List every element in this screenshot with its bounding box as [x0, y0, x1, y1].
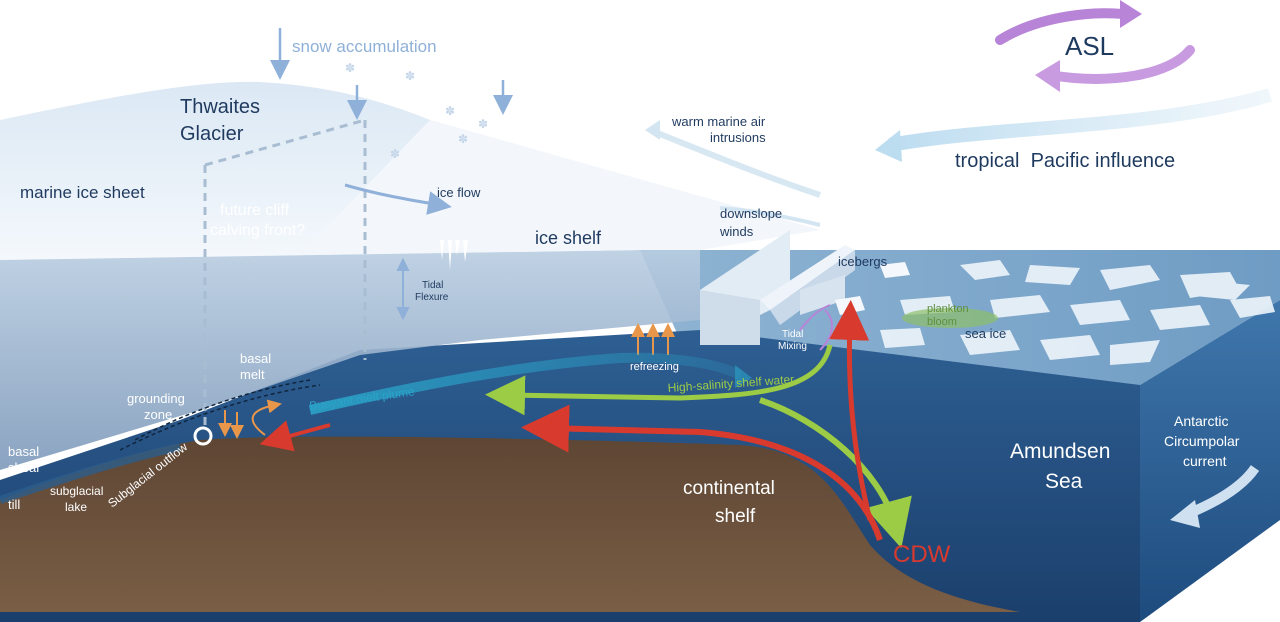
label-amundsen-1: Amundsen: [1010, 440, 1110, 463]
label-sea-ice: sea ice: [965, 326, 1006, 341]
svg-text:✽: ✽: [345, 61, 355, 75]
tidal-flexure-arrow: [396, 257, 410, 321]
label-downslope-1: downslope: [720, 206, 782, 221]
label-plankton-2: bloom: [927, 316, 957, 328]
snow-arrows: [270, 28, 513, 120]
label-continental-1: continental: [683, 478, 775, 499]
label-acc-3: current: [1183, 453, 1227, 469]
plankton-bloom: [902, 308, 998, 328]
basal-melt-arrows: [218, 410, 244, 439]
label-tidal-mixing-2: Mixing: [778, 341, 807, 352]
label-plankton-1: plankton: [927, 303, 969, 315]
label-warm-air-1: warm marine air: [671, 114, 766, 129]
svg-text:✽: ✽: [390, 147, 400, 161]
label-tidal-flexure-1: Tidal: [422, 280, 443, 291]
melt-plume: [308, 352, 743, 415]
label-subglacial-lake-2: lake: [65, 500, 87, 514]
label-till: till: [8, 497, 20, 512]
label-ice-shelf: ice shelf: [535, 228, 602, 248]
label-subglacial-lake-1: subglacial: [50, 484, 103, 498]
label-future-cliff-2: calving front?: [210, 222, 305, 239]
label-basal-shear-1: basal: [8, 444, 39, 459]
label-acc-1: Antarctic: [1174, 413, 1228, 429]
ice-flow-arrow: [344, 183, 452, 215]
label-basal-shear-2: shear: [8, 460, 41, 475]
svg-text:✽: ✽: [478, 117, 488, 131]
label-cdw: CDW: [893, 541, 951, 568]
future-cliff-lines: [203, 118, 367, 430]
icicles: [440, 240, 468, 270]
label-basal-melt-1: basal: [240, 351, 271, 366]
refreezing-arrows: [631, 323, 675, 355]
label-tidal-flexure-2: Flexure: [415, 292, 449, 303]
label-ice-flow: ice flow: [437, 185, 481, 200]
label-amundsen-2: Sea: [1045, 470, 1083, 493]
label-downslope-2: winds: [719, 224, 754, 239]
label-marine-ice-sheet: marine ice sheet: [20, 183, 145, 202]
svg-text:✽: ✽: [458, 132, 468, 146]
grounding-zone-dashes: [119, 379, 321, 451]
svg-text:✽: ✽: [445, 104, 455, 118]
label-thwaites-2: Glacier: [180, 123, 244, 145]
svg-text:✽: ✽: [405, 69, 415, 83]
label-acc-2: Circumpolar: [1164, 433, 1240, 449]
label-grounding-zone-2: zone: [144, 407, 172, 422]
bedrock: [0, 436, 1020, 612]
label-continental-2: shelf: [715, 506, 756, 527]
label-future-cliff-1: future cliff: [220, 202, 290, 219]
label-snow-accumulation: snow accumulation: [292, 37, 437, 56]
sea-ice: [880, 260, 1275, 365]
label-icebergs: icebergs: [838, 254, 888, 269]
label-tropical-pacific: tropical Pacific influence: [955, 150, 1175, 172]
ice-shelf-body: [300, 120, 820, 255]
warm-air-arrow: [648, 127, 821, 198]
ice-sheet: [0, 81, 855, 470]
high-salinity-arrow: [485, 344, 833, 416]
label-warm-air-2: intrusions: [710, 130, 766, 145]
label-asl: ASL: [1065, 31, 1114, 61]
label-tidal-mixing-1: Tidal: [782, 329, 803, 340]
cdw-arrow-basal: [259, 420, 331, 452]
label-grounding-zone-1: grounding: [127, 391, 185, 406]
ice-sheet-front: [0, 250, 700, 470]
pacific-arrow: [888, 88, 1272, 152]
label-thwaites-1: Thwaites: [180, 96, 260, 118]
cdw-arrow-up: [829, 300, 873, 521]
label-basal-melt-2: melt: [240, 367, 265, 382]
iceberg-slab: [760, 245, 855, 310]
ocean-side-face: [1140, 300, 1280, 622]
grounding-point: [193, 426, 213, 446]
asl-circulation-icon: [995, 0, 1195, 92]
snowflake-icons: ✽ ✽ ✽ ✽ ✽ ✽: [345, 61, 488, 161]
label-refreezing: refreezing: [630, 361, 679, 373]
